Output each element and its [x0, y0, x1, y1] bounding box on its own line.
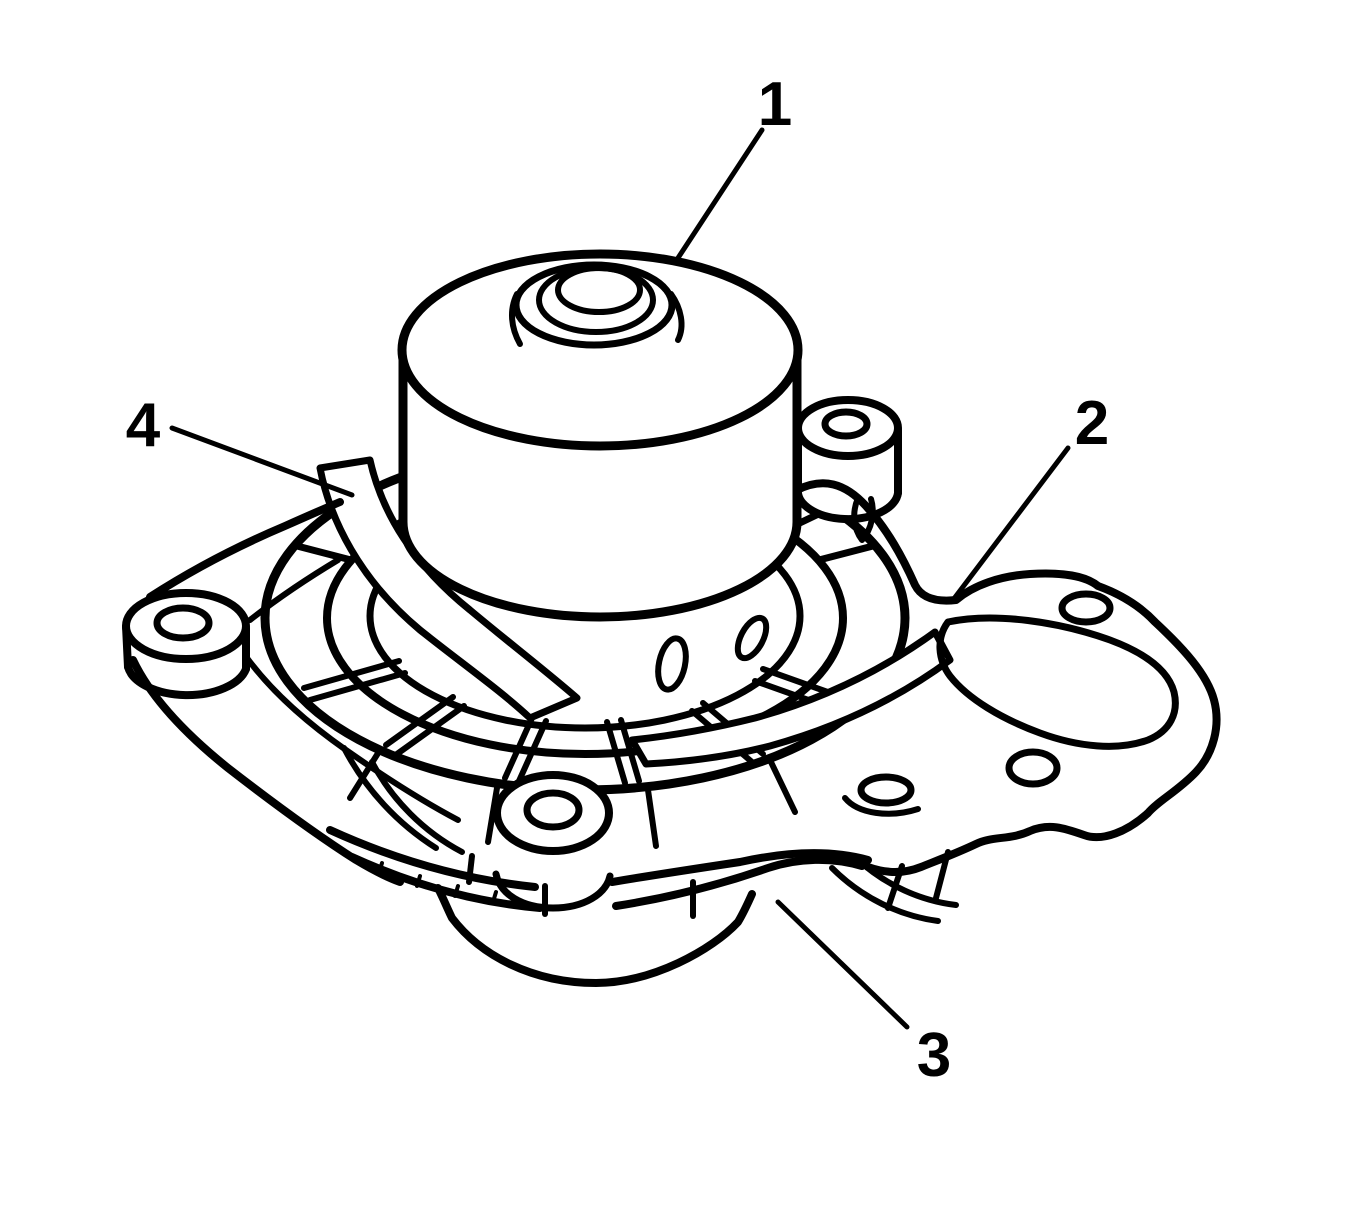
bolt-hole-upper-right: [821, 408, 871, 440]
cast-arm-right: [628, 628, 954, 768]
pump-housing-bottom: [341, 745, 959, 987]
housing-ribs: [466, 853, 696, 919]
flange-right-outer-edge: [793, 479, 1221, 876]
housing-bowl: [434, 884, 756, 987]
flange-pad-arc: [842, 795, 921, 817]
housing-fins: [341, 745, 959, 924]
bolt-boss-upper-right: [793, 396, 902, 543]
teardrop-opening-right: [734, 614, 770, 662]
shaft-hub: [509, 261, 685, 349]
drawing-strokes: [122, 127, 1221, 1030]
callout-4-label: 4: [126, 391, 161, 460]
bolt-hole-center: [523, 789, 583, 831]
bolt-hole-right-lower: [857, 773, 915, 807]
hub-wing-left: [509, 291, 523, 347]
teardrop-opening-left: [655, 635, 689, 693]
callout-2-label: 2: [1075, 389, 1109, 458]
bolt-boss-center: [493, 771, 613, 855]
bolt-hole-right-middle: [1005, 748, 1061, 788]
pulley-hub: [397, 249, 803, 622]
callout-labels: 1 2 3 4: [126, 70, 1109, 1090]
mounting-flange-outline: [129, 479, 1221, 912]
flange-edge-hatching: [377, 861, 498, 904]
callout-3-leader: [775, 899, 910, 1030]
housing-cup: [492, 870, 614, 912]
callout-4-leader: [169, 425, 355, 498]
callout-3-label: 3: [917, 1021, 951, 1090]
mounting-ear-left: [122, 589, 250, 700]
pulley-hub-top: [397, 249, 803, 451]
bolt-hole-right-top: [1058, 590, 1114, 626]
callout-1-label: 1: [758, 70, 792, 139]
callout-2-leader: [950, 445, 1071, 603]
hub-wing-right: [668, 291, 685, 343]
callout-leaders: [169, 127, 1071, 1030]
flange-right-inner-contour: [936, 614, 1179, 750]
bolt-hole-left-ear: [153, 604, 213, 642]
callout-1-leader: [675, 127, 765, 261]
